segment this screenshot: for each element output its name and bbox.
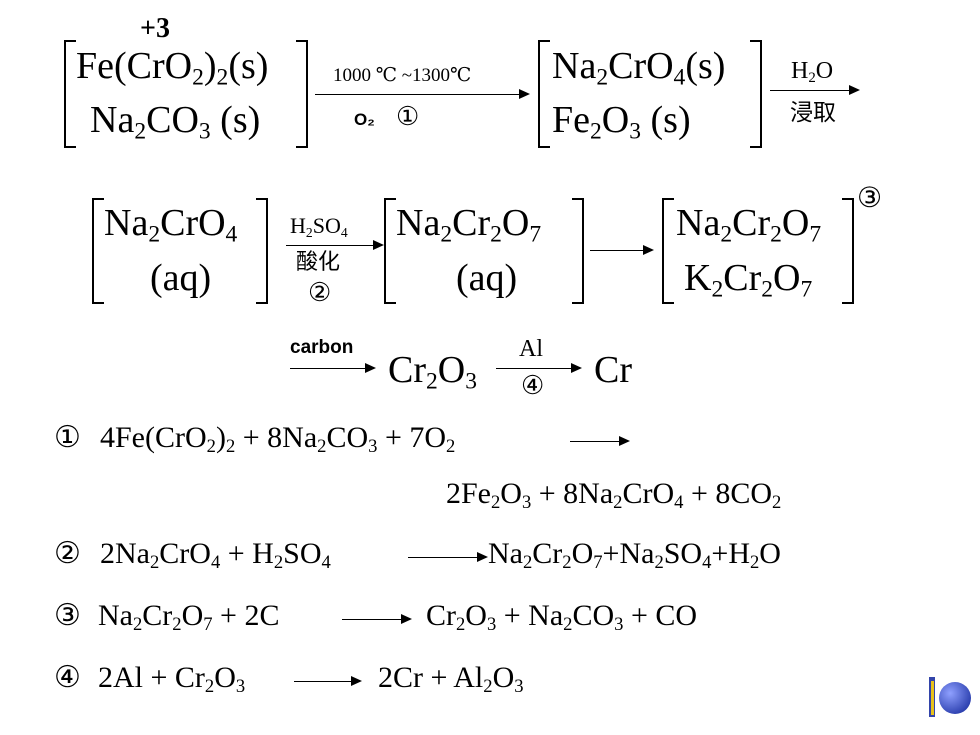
bracket-right-dichromates (842, 198, 854, 304)
eq3-reactants: Na2Cr2O7 + 2C (98, 599, 280, 636)
reactant-na2co3: Na2CO3 (s) (90, 99, 261, 145)
eq2-number: ② (54, 537, 81, 570)
arrow5-reagent-carbon: carbon (290, 337, 354, 358)
eq2-reactants: 2Na2CrO4 + H2SO4 (100, 537, 331, 574)
reaction-arrow-1 (315, 89, 530, 99)
arrow1-reagent-o2: O₂ (354, 110, 375, 129)
arrow3-reagent-h2so4: H2SO4 (290, 213, 348, 240)
eq2-arrow (408, 552, 488, 562)
slide-logo-icon (929, 677, 971, 717)
eq4-reactants: 2Al + Cr2O3 (98, 661, 246, 698)
mixture-k2cr2o7: K2Cr2O7 (684, 257, 813, 303)
bracket-left-products (538, 40, 550, 148)
product-cr2o3: Cr2O3 (388, 349, 478, 395)
eq1-arrow (570, 436, 630, 446)
step-marker-1: ① (396, 102, 420, 131)
arrow1-condition: 1000 ℃ ~1300℃ (333, 65, 472, 86)
bracket-right-reactants (296, 40, 308, 148)
arrow3-label-acidify: 酸化 (296, 250, 341, 275)
reaction-arrow-2 (770, 85, 860, 95)
step-marker-3: ③ (857, 183, 883, 214)
eq3-number: ③ (54, 599, 81, 632)
reaction-arrow-5 (290, 363, 376, 373)
bracket-left-dichromates (662, 198, 674, 304)
oxidation-state-label: +3 (140, 13, 170, 44)
bracket-right-na2cr2o7-aq (572, 198, 584, 304)
reactant-fe-cro2: Fe(CrO2)2(s) (76, 45, 269, 91)
mixture-na2cr2o7: Na2Cr2O7 (676, 202, 822, 248)
bracket-right-products (750, 40, 762, 148)
product-fe2o3: Fe2O3 (s) (552, 99, 691, 145)
eq3-products: Cr2O3 + Na2CO3 + CO (426, 599, 698, 636)
arrow2-reagent-water: H2O (791, 58, 834, 87)
eq1-reactants: 4Fe(CrO2)2 + 8Na2CO3 + 7O2 (100, 421, 456, 458)
bracket-left-na2cro4-aq (92, 198, 104, 304)
solution-na2cr2o7-aq: (aq) (456, 257, 518, 299)
bracket-right-na2cro4-aq (256, 198, 268, 304)
solution-na2cro4-aq: (aq) (150, 257, 212, 299)
reaction-arrow-4 (590, 245, 654, 255)
arrow6-reagent-al: Al (519, 336, 543, 362)
product-na2cro4-s: Na2CrO4(s) (552, 45, 726, 91)
eq1-number: ① (54, 421, 81, 454)
eq4-arrow (294, 676, 362, 686)
arrow2-label-leaching: 浸取 (790, 100, 836, 126)
eq4-products: 2Cr + Al2O3 (378, 661, 524, 698)
solution-na2cro4: Na2CrO4 (104, 202, 238, 248)
eq3-arrow (342, 614, 412, 624)
product-cr: Cr (594, 349, 632, 391)
step-marker-4: ④ (521, 371, 545, 400)
eq2-products: Na2Cr2O7+Na2SO4+H2O (488, 537, 781, 574)
eq1-products: 2Fe2O3 + 8Na2CrO4 + 8CO2 (446, 477, 782, 514)
reaction-arrow-3 (286, 240, 384, 250)
bracket-left-na2cr2o7-aq (384, 198, 396, 304)
step-marker-2: ② (308, 278, 332, 307)
eq4-number: ④ (54, 661, 81, 694)
solution-na2cr2o7: Na2Cr2O7 (396, 202, 542, 248)
reaction-arrow-6 (496, 363, 582, 373)
bracket-left-reactants (64, 40, 76, 148)
